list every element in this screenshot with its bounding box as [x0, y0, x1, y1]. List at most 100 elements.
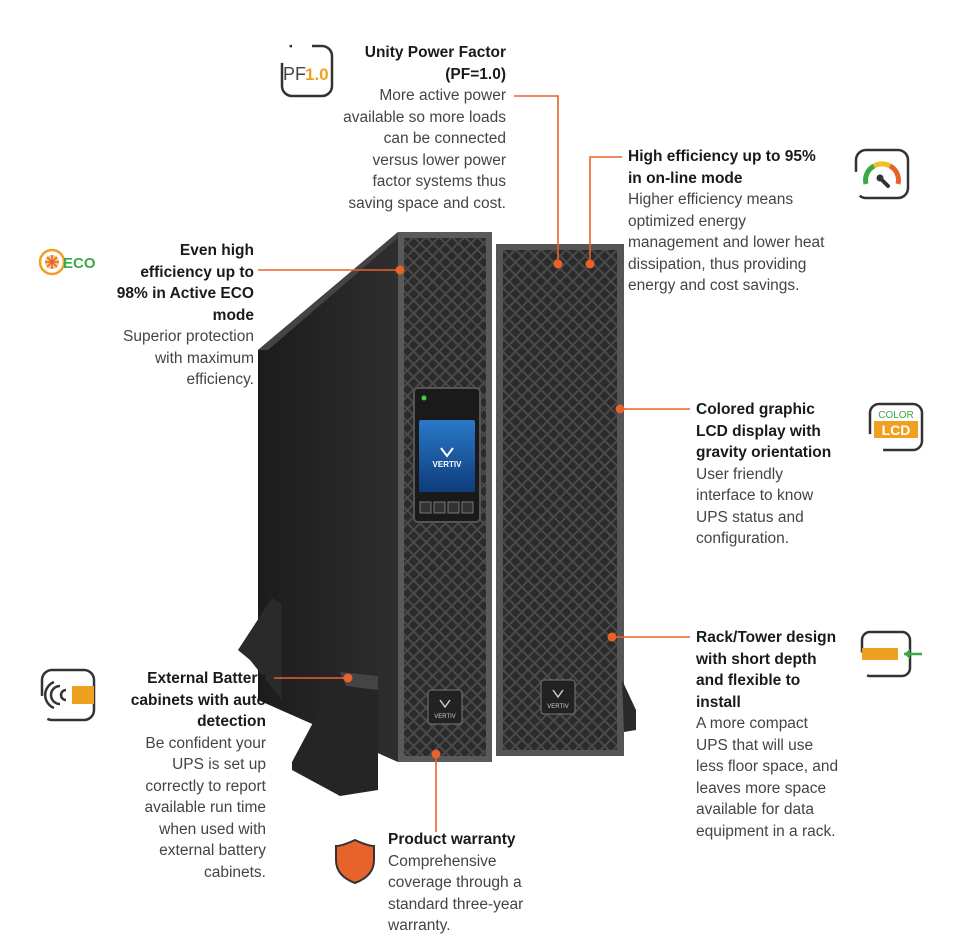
feature-desc: Comprehensive coverage through a standar… — [388, 851, 568, 937]
title-line: and flexible to — [696, 672, 801, 689]
feature-title: Even high efficiency up to 98% in Active… — [60, 240, 254, 326]
feature-rack-tower: Rack/Tower design with short depth and f… — [696, 627, 866, 842]
shield-icon — [335, 838, 375, 885]
lcd-button-2[interactable] — [433, 501, 446, 514]
lcd-buttons — [419, 501, 474, 514]
desc-line: factor systems thus — [372, 173, 506, 190]
desc-line: coverage through a — [388, 874, 522, 891]
title-line: High efficiency up to 95% — [628, 148, 816, 165]
feature-active-eco: Even high efficiency up to 98% in Active… — [60, 240, 254, 391]
desc-line: correctly to report — [145, 777, 266, 795]
right-stand — [622, 680, 636, 732]
title-line: detection — [197, 713, 266, 730]
title-line: External Battery — [147, 670, 266, 687]
leader-high-eff — [589, 156, 622, 264]
battery-cabinet: VERTIV — [496, 244, 624, 756]
front-stand — [292, 672, 378, 796]
svg-text:PF: PF — [283, 64, 306, 84]
desc-line: Higher efficiency means — [628, 191, 794, 208]
dot-unity — [553, 259, 563, 269]
desc-line: dissipation, thus providing — [628, 255, 807, 273]
dot-rack — [607, 632, 617, 642]
tower-stands — [238, 598, 636, 796]
gauge-icon — [854, 148, 910, 200]
title-line: Unity Power Factor — [364, 44, 506, 61]
desc-line: energy and cost savings. — [628, 277, 800, 294]
dot-eco — [395, 265, 405, 275]
title-line: cabinets with auto — [130, 691, 266, 709]
desc-line: saving space and cost. — [348, 194, 506, 212]
battery-mesh — [503, 250, 617, 750]
title-line: with short depth — [696, 650, 817, 668]
dot-battery — [343, 673, 353, 683]
svg-text:LCD: LCD — [882, 422, 911, 438]
title-line: LCD display with — [696, 422, 821, 440]
feature-desc: A more compact UPS that will use less fl… — [696, 713, 866, 842]
lcd-brand-text: VERTIV — [433, 460, 463, 469]
desc-line: less floor space, and — [696, 758, 839, 775]
feature-desc: Superior protection with maximum efficie… — [60, 326, 254, 391]
dot-high-eff — [585, 259, 595, 269]
title-line: Even high — [179, 242, 254, 259]
desc-line: UPS status and — [696, 508, 804, 526]
dot-warranty — [431, 749, 441, 759]
desc-line: Superior protection — [123, 328, 254, 345]
desc-line: A more compact — [696, 715, 808, 732]
feature-title: Rack/Tower design with short depth and f… — [696, 627, 866, 713]
feature-desc: User friendly interface to know UPS stat… — [696, 464, 866, 550]
title-line: (PF=1.0) — [445, 65, 506, 83]
desc-line: available so more loads — [343, 108, 506, 126]
feature-desc: More active power available so more load… — [290, 85, 506, 214]
desc-line: management and lower heat — [628, 234, 825, 251]
vertiv-battery-badge-icon — [552, 689, 564, 699]
feature-desc: Higher efficiency means optimized energy… — [628, 189, 858, 297]
desc-line: warranty. — [388, 917, 451, 934]
feature-unity-power-factor: Unity Power Factor (PF=1.0) More active … — [290, 42, 506, 214]
ups-main-unit: VERTIV VERTIV — [258, 232, 492, 762]
leader-unity — [514, 95, 559, 264]
desc-line: available run time — [144, 799, 266, 816]
lcd-button-4[interactable] — [461, 501, 474, 514]
color-lcd-icon: COLOR LCD — [868, 402, 924, 452]
title-line: efficiency up to — [140, 263, 254, 281]
desc-line: Be confident your — [145, 734, 266, 752]
feature-colored-lcd: Colored graphic LCD display with gravity… — [696, 399, 866, 550]
desc-line: can be connected — [383, 130, 506, 147]
desc-line: UPS is set up — [172, 756, 266, 773]
desc-line: standard three-year — [388, 895, 524, 913]
desc-line: More active power — [379, 87, 506, 104]
feature-title: Unity Power Factor (PF=1.0) — [290, 42, 506, 85]
leader-dots — [343, 259, 625, 759]
desc-line: efficiency. — [186, 371, 255, 388]
svg-text:ECO: ECO — [63, 255, 96, 272]
front-badge-text: VERTIV — [434, 714, 456, 720]
feature-desc: Be confident your UPS is set up correctl… — [100, 733, 266, 884]
feature-title: Colored graphic LCD display with gravity… — [696, 399, 866, 464]
leader-lines — [258, 95, 690, 832]
status-led — [421, 395, 427, 401]
desc-line: available for data — [696, 801, 815, 818]
desc-line: cabinets. — [203, 863, 266, 881]
rack-insert-icon — [860, 630, 922, 678]
vertiv-logo-icon — [440, 447, 454, 458]
ups-top-edge — [258, 232, 405, 350]
battery-detection-icon — [40, 668, 96, 722]
lcd-button-3[interactable] — [447, 501, 460, 514]
title-line: gravity orientation — [696, 444, 832, 461]
lcd-button-1[interactable] — [419, 501, 432, 514]
title-line: mode — [212, 306, 254, 324]
vertiv-badge-icon — [439, 699, 451, 709]
feature-product-warranty: Product warranty Comprehensive coverage … — [388, 829, 568, 937]
desc-line: optimized energy — [628, 212, 747, 230]
feature-title: High efficiency up to 95% in on-line mod… — [628, 146, 858, 189]
feature-external-battery: External Battery cabinets with auto dete… — [100, 668, 266, 883]
back-stand — [238, 598, 282, 700]
title-line: Rack/Tower design — [696, 629, 837, 646]
title-line: install — [696, 693, 741, 711]
title-line: Colored graphic — [696, 401, 815, 418]
feature-title: Product warranty — [388, 831, 516, 848]
dot-lcd — [615, 404, 625, 414]
battery-badge-text: VERTIV — [547, 704, 569, 710]
svg-text:COLOR: COLOR — [878, 410, 914, 421]
